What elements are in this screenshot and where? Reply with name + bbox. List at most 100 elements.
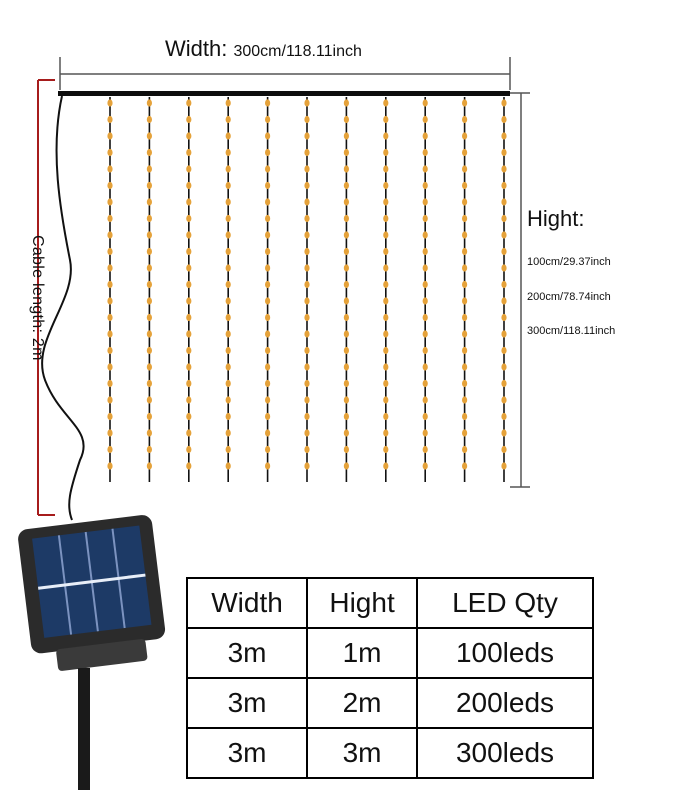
led-bulb (107, 313, 113, 322)
led-bulb (343, 247, 349, 256)
led-bulb (422, 181, 428, 190)
led-bulb (146, 280, 152, 289)
led-bulb (501, 214, 507, 223)
spec-cell-led-qty: 300leds (416, 727, 594, 779)
spec-cell-height: 1m (306, 627, 419, 679)
led-bulb (422, 462, 428, 470)
spec-cell-width: 3m (185, 727, 309, 779)
led-bulb (343, 99, 349, 107)
led-bulb (186, 396, 192, 404)
led-bulb (146, 396, 152, 404)
led-bulb (462, 231, 468, 239)
led-bulb (343, 280, 349, 289)
led-bulb (107, 148, 113, 157)
led-bulb (107, 445, 113, 454)
led-bulb (501, 148, 507, 157)
led-bulb (304, 445, 310, 454)
led-bulb (225, 132, 231, 140)
led-bulb (304, 396, 310, 404)
led-bulb (107, 280, 113, 289)
led-bulb (383, 396, 389, 404)
led-bulb (422, 231, 428, 239)
led-bulb (304, 99, 310, 107)
led-bulb (501, 379, 507, 388)
led-bulb (107, 165, 113, 173)
solar-cell-divider (37, 573, 146, 590)
led-bulb (146, 429, 152, 437)
led-bulb (186, 148, 192, 157)
width-label-value: 300cm/118.11inch (233, 43, 362, 60)
led-bulb (225, 247, 231, 256)
led-bulb (383, 198, 389, 206)
led-bulb (422, 132, 428, 140)
led-bulb (186, 198, 192, 206)
spec-cell-led-qty: 200leds (416, 677, 594, 729)
led-bulb (501, 363, 507, 371)
led-bulb (107, 412, 113, 421)
led-bulb (146, 412, 152, 421)
led-bulb (501, 231, 507, 239)
led-bulb (462, 429, 468, 437)
led-bulb (304, 132, 310, 140)
led-bulb (107, 181, 113, 190)
led-bulb (304, 148, 310, 157)
led-bulb (146, 297, 152, 305)
led-bulb (383, 313, 389, 322)
led-bulb (265, 165, 271, 173)
led-bulb (146, 346, 152, 355)
led-bulb (343, 429, 349, 437)
led-bulb (422, 280, 428, 289)
led-bulb (462, 363, 468, 371)
width-label-prefix: Width: (165, 36, 228, 61)
led-bulb (146, 264, 152, 272)
led-bulb (225, 165, 231, 173)
led-bulb (265, 429, 271, 437)
led-bulb (383, 99, 389, 107)
spec-header-width: Width (185, 577, 309, 629)
led-bulb (265, 247, 271, 256)
led-bulb (422, 429, 428, 437)
led-bulb (462, 132, 468, 140)
led-bulb (343, 346, 349, 355)
cable-length-label: Cable length: 2m (29, 235, 46, 361)
led-bulb (422, 214, 428, 223)
led-bulb (107, 330, 113, 338)
led-bulb (383, 280, 389, 289)
led-bulb (186, 297, 192, 305)
led-bulb (265, 379, 271, 388)
led-bulb (383, 429, 389, 437)
led-bulb (462, 396, 468, 404)
led-bulb (107, 462, 113, 470)
led-bulb (422, 445, 428, 454)
led-bulb (186, 429, 192, 437)
led-bulb (146, 363, 152, 371)
height-title: Hight: (527, 206, 585, 231)
width-label: Width: 300cm/118.11inch (165, 36, 362, 62)
led-bulb (225, 412, 231, 421)
led-bulb (265, 115, 271, 124)
led-bulb (343, 264, 349, 272)
led-bulb (343, 379, 349, 388)
led-bulb (304, 198, 310, 206)
led-bulb (225, 181, 231, 190)
led-bulb (462, 280, 468, 289)
led-bulb (107, 247, 113, 256)
led-bulb (186, 346, 192, 355)
led-bulb (304, 280, 310, 289)
led-bulb (225, 396, 231, 404)
led-bulb (343, 165, 349, 173)
led-bulb (462, 462, 468, 470)
led-bulb (304, 346, 310, 355)
led-bulb (265, 280, 271, 289)
led-bulb (304, 214, 310, 223)
led-bulb (146, 313, 152, 322)
led-bulb (383, 379, 389, 388)
solar-panel-base (56, 639, 148, 671)
led-bulb (225, 264, 231, 272)
led-bulb (304, 379, 310, 388)
led-bulb (304, 231, 310, 239)
led-bulb (225, 445, 231, 454)
led-bulb (225, 115, 231, 124)
led-bulb (186, 165, 192, 173)
led-bulb (462, 379, 468, 388)
